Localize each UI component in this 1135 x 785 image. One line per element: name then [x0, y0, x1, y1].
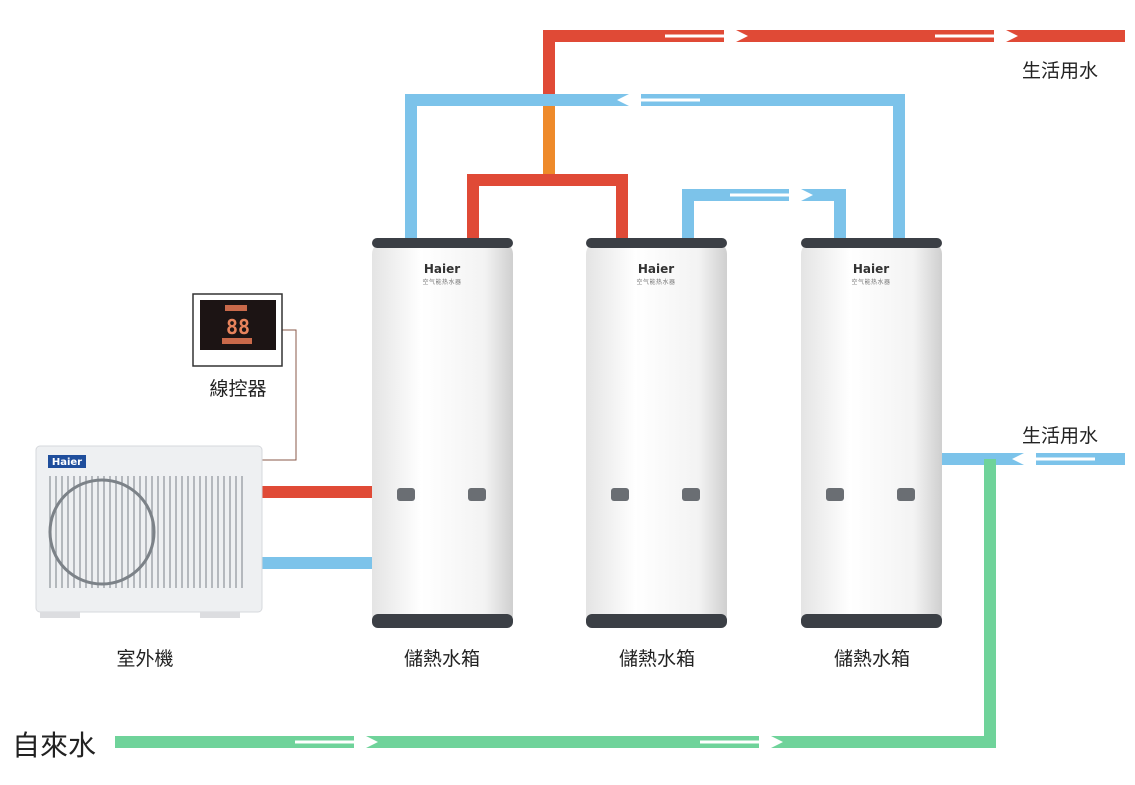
hot-outlet-pipe [543, 30, 1125, 100]
svg-text:Haier: Haier [638, 262, 674, 276]
tank-subtitle-3: 空气能热水器 [851, 279, 891, 286]
cold-return-pipe [405, 94, 905, 240]
tap-water-pipe [115, 459, 996, 748]
domestic-water-label-right: 生活用水 [1021, 425, 1099, 447]
wired-controller-label: 線控器 [209, 378, 267, 400]
outdoor-unit: Haier [35, 445, 263, 618]
flow-arrows [295, 24, 1095, 754]
svg-text:Haier: Haier [424, 262, 460, 276]
tank-subtitle-2: 空气能热水器 [636, 279, 676, 286]
svg-text:Haier: Haier [52, 457, 82, 468]
svg-text:88: 88 [226, 315, 250, 339]
svg-text:Haier: Haier [853, 262, 889, 276]
outdoor-unit-label: 室外機 [116, 648, 174, 670]
controller-cable [262, 329, 297, 461]
cold-link-pipe-2 [682, 189, 846, 240]
hot-link-pipe-1 [467, 174, 628, 240]
domestic-water-label-top: 生活用水 [1021, 60, 1099, 82]
tank-subtitle-1: 空气能热水器 [422, 279, 462, 286]
storage-tank-1: Haier [372, 238, 513, 628]
tap-water-label: 自來水 [12, 729, 97, 762]
tank-label-1: 儲熱水箱 [403, 648, 481, 670]
tank-label-2: 儲熱水箱 [618, 648, 696, 670]
tank-label-3: 儲熱水箱 [833, 648, 911, 670]
wired-controller: 88 [192, 293, 283, 367]
storage-tank-2: Haier [586, 238, 727, 628]
storage-tank-3: Haier [801, 238, 942, 628]
fan-icon [48, 478, 156, 586]
